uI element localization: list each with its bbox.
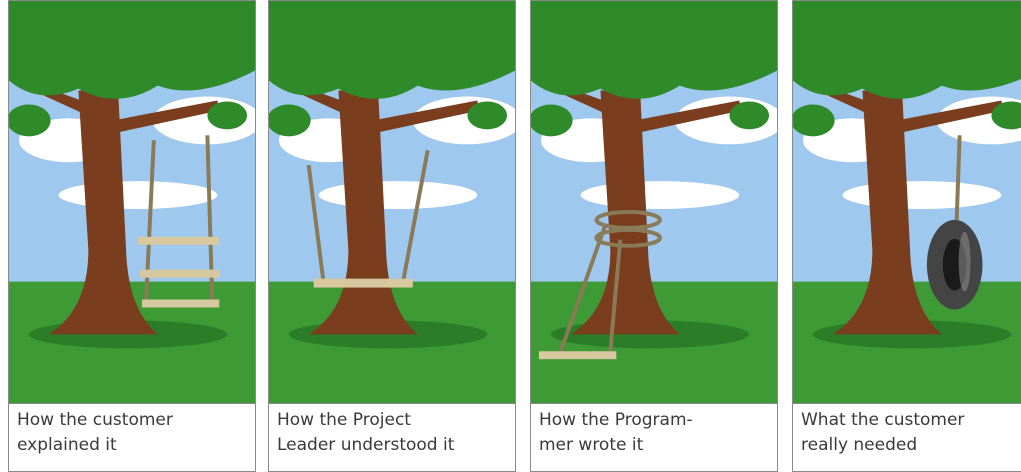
panel-illustration bbox=[268, 0, 516, 404]
tree-swing-illustration bbox=[531, 1, 777, 403]
panel-caption: What the customer really needed bbox=[792, 404, 1021, 472]
tree-tire-swing-illustration bbox=[793, 1, 1021, 403]
comic-panel-1: How the customer explained it bbox=[8, 0, 256, 472]
comic-panel-3: How the Program- mer wrote it bbox=[530, 0, 778, 472]
panel-illustration bbox=[8, 0, 256, 404]
panel-caption: How the Program- mer wrote it bbox=[530, 404, 778, 472]
tree-swing-illustration bbox=[9, 1, 255, 403]
caption-line: Leader understood it bbox=[277, 435, 455, 455]
caption-line: explained it bbox=[17, 435, 117, 455]
tree-swing-illustration bbox=[269, 1, 515, 403]
panel-caption: How the customer explained it bbox=[8, 404, 256, 472]
comic-panel-4: What the customer really needed bbox=[792, 0, 1021, 472]
caption-line: How the Project bbox=[277, 410, 411, 430]
caption-line: How the Program- bbox=[539, 410, 693, 430]
caption-line: mer wrote it bbox=[539, 435, 644, 455]
caption-line: How the customer bbox=[17, 410, 173, 430]
panel-illustration bbox=[792, 0, 1021, 404]
panel-caption: How the Project Leader understood it bbox=[268, 404, 516, 472]
comic-panel-2: How the Project Leader understood it bbox=[268, 0, 516, 472]
caption-line: What the customer bbox=[801, 410, 965, 430]
caption-line: really needed bbox=[801, 435, 918, 455]
panel-illustration bbox=[530, 0, 778, 404]
